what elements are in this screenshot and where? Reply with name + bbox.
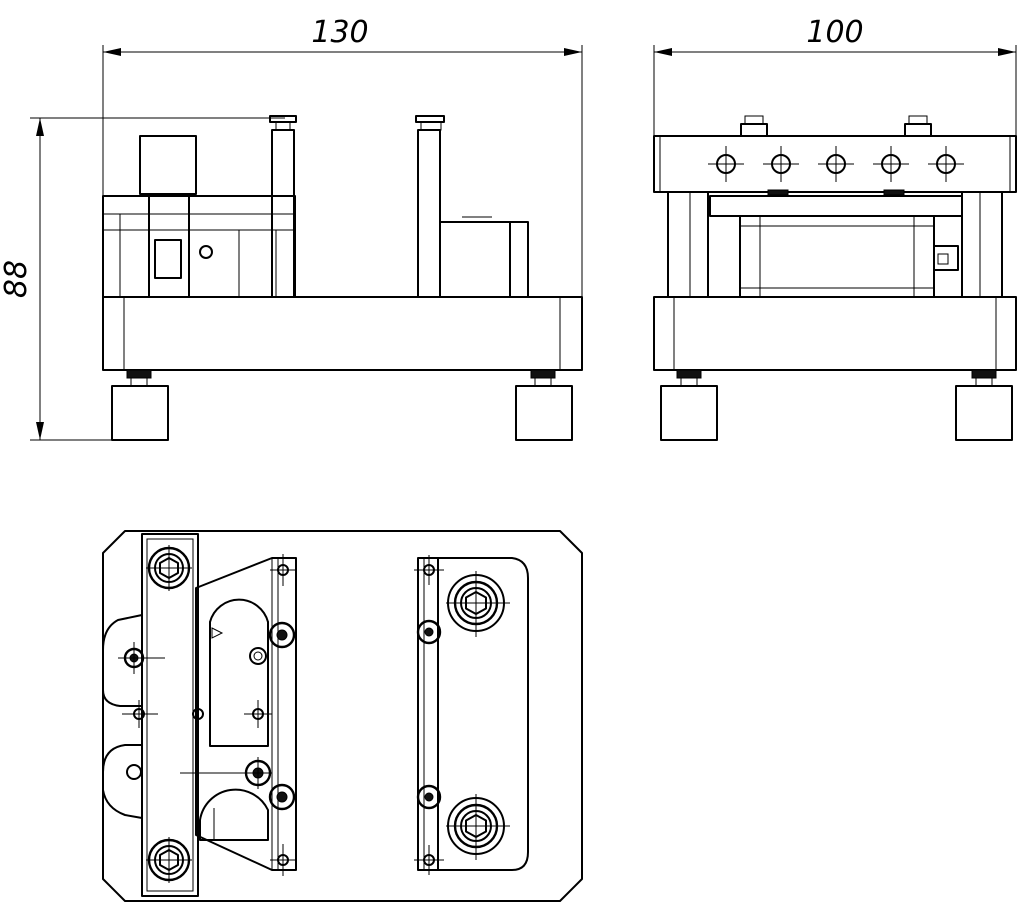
side-top-plate: [653, 135, 1017, 193]
front-right-clamp: [415, 115, 529, 298]
top-small-screws-right: [414, 555, 444, 875]
front-foot-right: [515, 369, 573, 441]
front-width-dimension: 130: [103, 15, 582, 56]
top-center-marks-left: [118, 545, 296, 883]
side-width-dimension: 100: [654, 15, 1016, 56]
side-foot-right: [955, 369, 1013, 441]
front-foot-left: [111, 369, 169, 441]
top-lever-bar: [141, 533, 199, 897]
top-right-mechanism: [414, 555, 529, 875]
side-column-right: [961, 191, 1003, 298]
side-foot-left: [660, 369, 718, 441]
front-view: 130 88: [0, 15, 583, 441]
side-hole-row: [708, 146, 964, 182]
top-bolt-lower-right: [446, 794, 510, 860]
front-height-label: 88: [0, 260, 34, 298]
front-width-label: 130: [311, 15, 368, 50]
side-view: 100: [653, 15, 1017, 441]
side-width-label: 100: [806, 15, 863, 50]
front-base-plate: [102, 296, 583, 371]
side-column-left: [667, 191, 709, 298]
top-bolt-upper-right: [446, 571, 510, 637]
side-middle-block: [709, 189, 963, 298]
side-base-plate: [653, 296, 1017, 371]
front-height-dimension: 88: [0, 118, 44, 440]
top-view: [102, 530, 583, 902]
top-left-mechanism: [102, 533, 297, 897]
front-left-clamp: [102, 115, 297, 298]
